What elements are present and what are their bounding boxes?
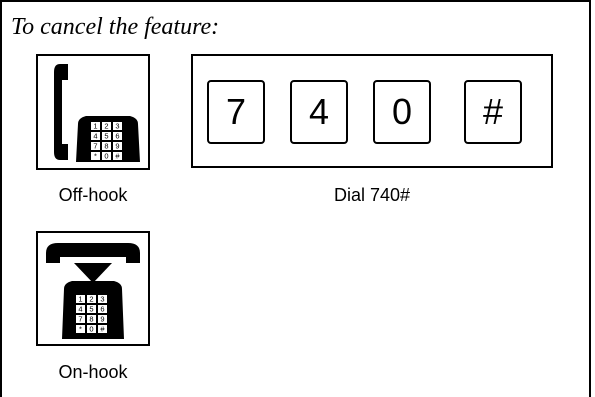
- keypad-key: [98, 295, 107, 303]
- keypad-key-label: 0: [104, 152, 108, 161]
- dial-sequence-panel: 7 4 0 #: [191, 54, 553, 168]
- keypad-key-label: 6: [115, 132, 119, 141]
- keypad-key-label: *: [79, 325, 82, 334]
- dial-caption: Dial 740#: [333, 185, 411, 205]
- keypad-key-label: 3: [100, 295, 104, 304]
- keypad-key: [87, 325, 96, 333]
- keypad-key: [87, 295, 96, 303]
- keypad-key-label: 7: [78, 315, 82, 324]
- keypad-key-label: 7: [93, 142, 97, 151]
- keypad-key-label: 1: [78, 295, 82, 304]
- keypad-key: [76, 295, 85, 303]
- keypad-key: [91, 142, 100, 150]
- dial-key: 0: [373, 80, 431, 144]
- keypad-key: [113, 132, 122, 140]
- keypad-key-label: 9: [115, 142, 119, 151]
- keypad-key: [98, 305, 107, 313]
- keypad-key-label: 5: [104, 132, 108, 141]
- keypad-key: [113, 142, 122, 150]
- keypad-key-label: 4: [93, 132, 97, 141]
- keypad-key-label: 5: [89, 305, 93, 314]
- keypad-key: [76, 325, 85, 333]
- keypad-key: [87, 305, 96, 313]
- keypad-key: [91, 132, 100, 140]
- keypad-key-label: #: [100, 325, 105, 334]
- keypad-key: [87, 315, 96, 323]
- keypad-key: [91, 122, 100, 130]
- keypad-key-label: 4: [78, 305, 82, 314]
- keypad-key: [98, 325, 107, 333]
- keypad-key-label: #: [115, 152, 120, 161]
- keypad-key-label: *: [94, 152, 97, 161]
- keypad-key: [102, 132, 111, 140]
- keypad-key-label: 2: [89, 295, 93, 304]
- keypad-key: [102, 152, 111, 160]
- keypad-key-label: 8: [104, 142, 108, 151]
- keypad-key-label: 6: [100, 305, 104, 314]
- keypad-key-label: 3: [115, 122, 119, 131]
- keypad-key-label: 8: [89, 315, 93, 324]
- keypad-key: [91, 152, 100, 160]
- keypad-key-label: 9: [100, 315, 104, 324]
- keypad-key-label: 0: [89, 325, 93, 334]
- on-hook-caption: On-hook: [58, 362, 128, 382]
- dial-key: 4: [290, 80, 348, 144]
- keypad-key: [98, 315, 107, 323]
- keypad-key: [113, 122, 122, 130]
- off-hook-caption: Off-hook: [58, 185, 128, 205]
- keypad-key: [102, 122, 111, 130]
- dial-key: 7: [207, 80, 265, 144]
- keypad-key: [76, 315, 85, 323]
- keypad-key: [76, 305, 85, 313]
- keypad-key: [102, 142, 111, 150]
- dial-key: #: [464, 80, 522, 144]
- keypad-key-label: 2: [104, 122, 108, 131]
- section-heading: To cancel the feature:: [11, 14, 220, 40]
- keypad-key-label: 1: [93, 122, 97, 131]
- keypad-key: [113, 152, 122, 160]
